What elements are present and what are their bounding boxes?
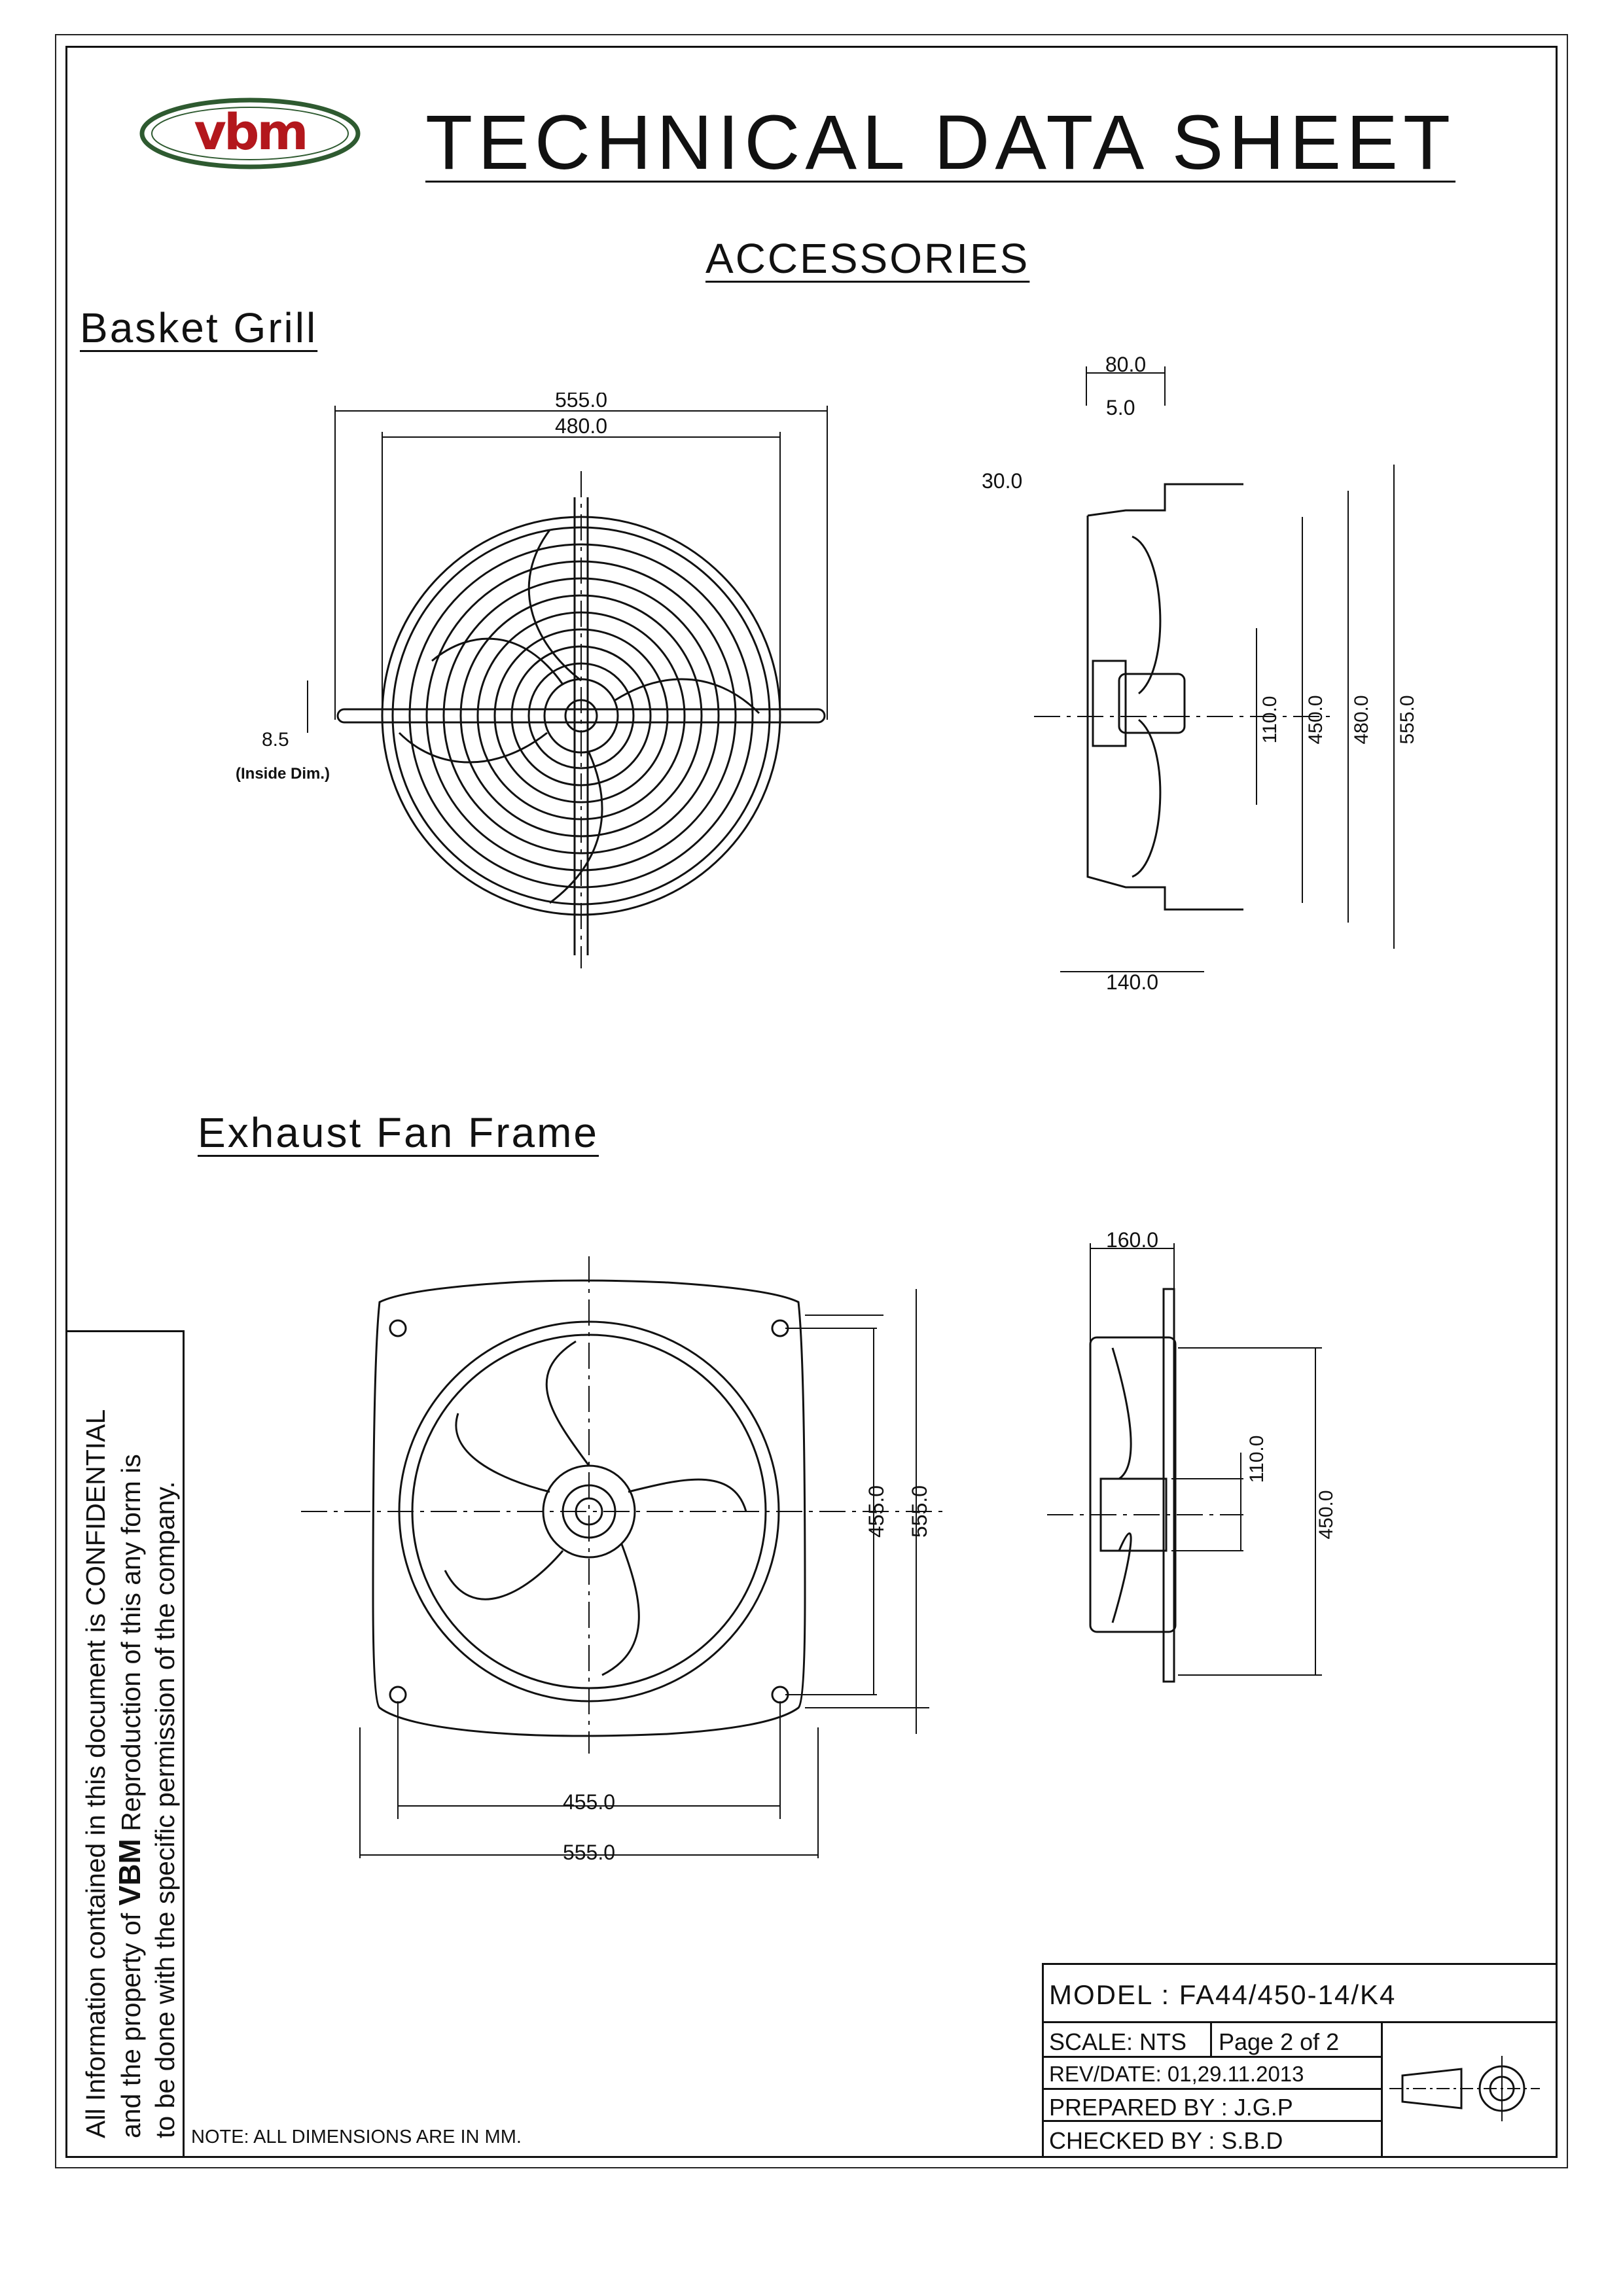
dim-blade: 450.0 [1305,695,1327,744]
projection-symbol-box [1381,2021,1558,2158]
basket-grill-side-view: 80.0 5.0 30.0 140.0 110.0 450.0 480.0 55… [982,353,1418,994]
rev-label: REV/DATE: 01,29.11.2013 [1049,2062,1304,2086]
dim-blade-frame: 450.0 [1315,1490,1337,1539]
dim-offset: 5.0 [1106,396,1135,419]
dim-slot-note: (Inside Dim.) [236,765,330,783]
title-block-prepared: PREPARED BY : J.G.P [1042,2088,1383,2122]
title-block-scale: SCALE: NTS [1042,2021,1212,2058]
dim-hole-h: 455.0 [563,1790,615,1814]
page-label: Page 2 of 2 [1219,2028,1340,2055]
checked-label: CHECKED BY : S.B.D [1049,2127,1283,2154]
dim-overall-side: 555.0 [1397,695,1418,744]
logo-text: vbm [194,103,306,161]
page-border-inner [65,46,1558,2158]
dim-depth: 80.0 [1105,353,1146,376]
page-border-outer [55,34,1568,2168]
exhaust-frame-side-view: 160.0 110.0 450.0 [1047,1228,1337,1683]
model-label: MODEL : FA44/450-14/K4 [1049,1979,1397,2010]
section-title: ACCESSORIES [705,235,1030,282]
dim-flange: 30.0 [982,469,1022,493]
dimensions-note: NOTE: ALL DIMENSIONS ARE IN MM. [191,2127,522,2147]
scale-label: SCALE: NTS [1049,2028,1187,2055]
dim-ring-side: 480.0 [1351,695,1372,744]
confidential-line-3: to be done with the specific permission … [150,1481,180,2138]
title-block-rev: REV/DATE: 01,29.11.2013 [1042,2056,1383,2090]
dim-overall-h: 555.0 [563,1841,615,1864]
third-angle-projection-icon [1389,2056,1540,2121]
dim-depth-160: 160.0 [1106,1228,1158,1252]
dim-hub: 110.0 [1259,696,1281,744]
dim-hole-v: 455.0 [865,1485,888,1538]
confidential-notice: All Information contained in this docume… [67,1331,185,2158]
title-block-model: MODEL : FA44/450-14/K4 [1042,1963,1558,2023]
dim-overall-v: 555.0 [908,1485,931,1538]
basket-grill-heading: Basket Grill [80,304,318,351]
title-block-checked: CHECKED BY : S.B.D [1042,2120,1383,2158]
dim-hub-frame: 110.0 [1246,1436,1268,1483]
dim-bottom: 140.0 [1106,970,1158,994]
dim-ring: 480.0 [555,414,607,438]
confidential-line-2: and the property of VBM Reproduction of … [113,1454,147,2138]
exhaust-frame-front-view: 455.0 555.0 455.0 555.0 [301,1256,942,1864]
confidential-notice-box: All Information contained in this docume… [67,1330,185,2157]
basket-grill-front-view: 555.0 480.0 8.5 (Inside Dim.) [236,393,828,968]
confidential-line-1: All Information contained in this docume… [80,1409,111,2138]
title-block-page: Page 2 of 2 [1210,2021,1383,2058]
dim-overall: 555.0 [555,393,607,412]
vbm-logo: vbm [139,97,361,169]
exhaust-frame-heading: Exhaust Fan Frame [198,1109,599,1156]
prepared-label: PREPARED BY : J.G.P [1049,2094,1293,2121]
page-title: TECHNICAL DATA SHEET [425,99,1456,186]
dim-slot: 8.5 [262,729,289,751]
